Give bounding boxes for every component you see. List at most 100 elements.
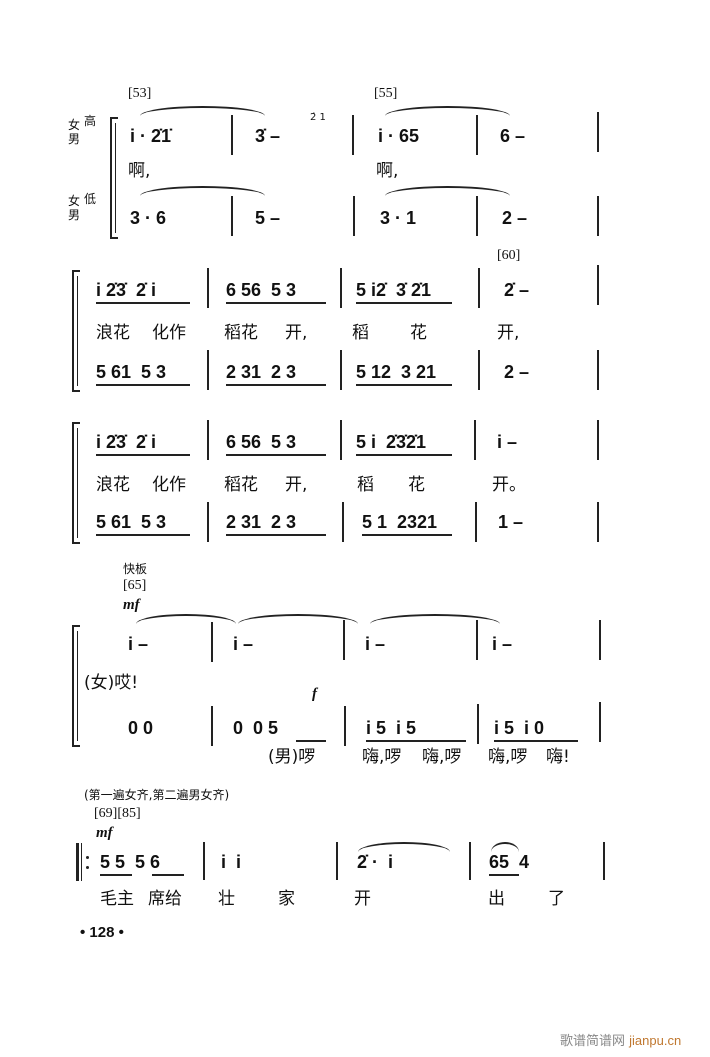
lower-measure-4: 2 – xyxy=(502,208,528,228)
barline xyxy=(207,502,209,542)
underline xyxy=(362,534,452,536)
underline xyxy=(226,384,326,386)
lower-measure-4: i 5 i 0 xyxy=(494,718,545,738)
lyric-male: (男)啰 xyxy=(268,747,316,767)
upper-measure-3: i – xyxy=(365,634,386,654)
underline xyxy=(494,740,578,742)
watermark: 歌谱简谱网 jianpu.cn xyxy=(560,1030,681,1049)
voice-label-low-suffix: 低 xyxy=(84,192,97,206)
lyric: 嗨,啰 xyxy=(422,747,462,767)
barline xyxy=(603,842,605,880)
upper-measure-3: 5 i2̇ 3̇ 2̇1 xyxy=(356,280,432,300)
barline xyxy=(344,706,346,746)
lower-measure-3: 3 · 1 xyxy=(380,208,417,228)
barline xyxy=(475,502,477,542)
barline xyxy=(207,420,209,460)
system-bracket xyxy=(110,117,118,239)
tie xyxy=(370,614,500,624)
upper-measure-1: i · 2̇1̇ xyxy=(130,126,172,146)
lyric: 开, xyxy=(285,323,308,343)
performance-instruction: (第一遍女齐,第二遍男女齐) xyxy=(84,788,230,802)
measure-1: 5 5 5 6 xyxy=(100,852,161,872)
lyric: 嗨,啰 xyxy=(362,747,402,767)
barline xyxy=(599,620,601,660)
measure-3: 2̇ · i xyxy=(357,852,394,872)
repeat-start-barline xyxy=(76,843,79,881)
lower-measure-2: 2 31 2 3 xyxy=(226,362,297,382)
grace-notes: 2̇ 1 xyxy=(310,112,326,123)
tempo-marking: 快板 xyxy=(123,562,148,576)
lyric: 了 xyxy=(548,889,565,909)
dynamic-mf: mf xyxy=(96,825,113,841)
lower-measure-3: 5 12 3 21 xyxy=(356,362,437,382)
voice-label-low: 女 男 xyxy=(68,194,81,222)
barline xyxy=(474,420,476,460)
page-number: • 128 • xyxy=(80,924,124,941)
barline xyxy=(477,704,479,744)
lyric: 浪花 xyxy=(96,323,130,343)
lower-measure-3: i 5 i 5 xyxy=(366,718,417,738)
lower-measure-2: 5 – xyxy=(255,208,281,228)
upper-measure-2: 6 56 5 3 xyxy=(226,432,297,452)
barline xyxy=(342,502,344,542)
repeat-dot xyxy=(86,856,89,859)
upper-measure-2: 3̇ – xyxy=(255,126,281,146)
lyric: 稻 xyxy=(357,475,374,495)
tie xyxy=(238,614,358,624)
rehearsal-mark-53: [53] xyxy=(128,86,152,101)
barline xyxy=(597,265,599,305)
system-bracket xyxy=(72,625,80,747)
barline xyxy=(231,196,233,236)
underline xyxy=(226,302,326,304)
barline xyxy=(476,115,478,155)
barline xyxy=(203,842,205,880)
lower-measure-1: 0 0 xyxy=(128,718,154,738)
lower-measure-4: 2 – xyxy=(504,362,530,382)
lower-measure-2: 0 0 5 xyxy=(233,718,279,738)
slur xyxy=(385,106,510,116)
barline xyxy=(597,350,599,390)
slur xyxy=(140,106,265,116)
barline xyxy=(476,620,478,660)
barline xyxy=(231,115,233,155)
underline xyxy=(356,454,452,456)
repeat-start-thin xyxy=(81,843,82,881)
measure-4: 65 4 xyxy=(489,852,530,872)
slur xyxy=(385,186,510,196)
barline xyxy=(478,350,480,390)
system-bracket xyxy=(72,270,80,392)
underline xyxy=(356,302,452,304)
tie xyxy=(136,614,236,624)
barline xyxy=(599,702,601,742)
lyric: 化作 xyxy=(152,323,186,343)
rehearsal-mark-60: [60] xyxy=(497,248,521,263)
lower-measure-1: 3 · 6 xyxy=(130,208,167,228)
underline xyxy=(356,384,452,386)
barline xyxy=(340,268,342,308)
barline xyxy=(597,502,599,542)
upper-measure-2: i – xyxy=(233,634,254,654)
lyric: 毛主 xyxy=(100,889,134,909)
upper-measure-3: i · 65 xyxy=(378,126,420,146)
upper-measure-3: 5 i 2̇3̇2̇1 xyxy=(356,432,427,452)
voice-label-high-suffix: 高 xyxy=(84,114,97,128)
lower-measure-1: 5 61 5 3 xyxy=(96,362,167,382)
lyric: 化作 xyxy=(152,475,186,495)
lyric: 家 xyxy=(278,889,295,909)
underline xyxy=(96,302,190,304)
lower-measure-4: 1 – xyxy=(498,512,524,532)
barline xyxy=(336,842,338,880)
upper-measure-4: i – xyxy=(497,432,518,452)
barline xyxy=(469,842,471,880)
slur xyxy=(140,186,265,196)
rehearsal-mark-69-85: [69][85] xyxy=(94,806,141,821)
rehearsal-mark-55: [55] xyxy=(374,86,398,101)
underline xyxy=(226,454,326,456)
upper-measure-4: i – xyxy=(492,634,513,654)
barline xyxy=(207,268,209,308)
lyric: 稻花 xyxy=(224,475,258,495)
barline xyxy=(207,350,209,390)
lyric-female: (女)哎! xyxy=(84,673,139,693)
lyric: 啊, xyxy=(128,161,151,181)
lyric: 浪花 xyxy=(96,475,130,495)
